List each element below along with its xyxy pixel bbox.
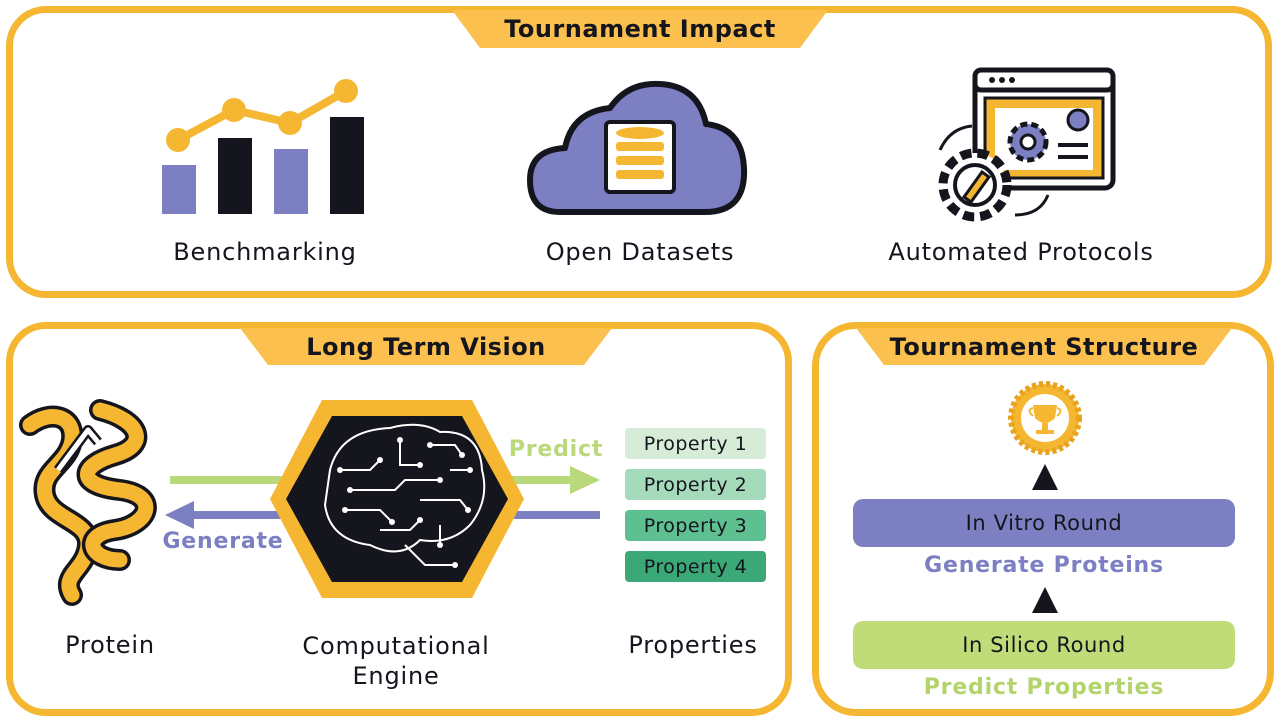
generate-label: Generate <box>162 529 284 554</box>
property-4-chip: Property 4 <box>625 551 766 582</box>
in-vitro-round: In Vitro Round <box>853 499 1235 547</box>
automated-protocols-label: Automated Protocols <box>888 238 1154 266</box>
bar-chart-icon <box>162 79 364 214</box>
automated-protocol-icon <box>938 67 1116 222</box>
protein-structure-icon <box>19 399 157 606</box>
engine-label-line1: Computational <box>302 632 490 660</box>
engine-label-line2: Engine <box>352 662 440 690</box>
properties-label: Properties <box>628 631 758 659</box>
generate-proteins-caption: Generate Proteins <box>924 553 1164 578</box>
up-arrow-bottom <box>1032 587 1058 613</box>
protein-label: Protein <box>65 631 155 659</box>
cloud-database-icon <box>527 80 748 215</box>
computational-engine-icon <box>270 400 524 598</box>
computational-engine-label: Computational Engine <box>270 631 522 691</box>
property-1-chip: Property 1 <box>625 428 766 459</box>
property-2-chip: Property 2 <box>625 469 766 500</box>
tournament-impact-title: Tournament Impact <box>452 10 828 48</box>
trophy-medal-icon <box>1008 381 1082 455</box>
predict-label: Predict <box>508 437 604 462</box>
predict-properties-caption: Predict Properties <box>923 675 1165 700</box>
up-arrow-top <box>1032 464 1058 490</box>
tournament-structure-title: Tournament Structure <box>856 328 1232 365</box>
long-term-vision-title: Long Term Vision <box>240 328 612 365</box>
property-3-chip: Property 3 <box>625 510 766 541</box>
open-datasets-label: Open Datasets <box>545 238 735 266</box>
benchmarking-label: Benchmarking <box>173 238 357 266</box>
in-silico-round: In Silico Round <box>853 621 1235 669</box>
